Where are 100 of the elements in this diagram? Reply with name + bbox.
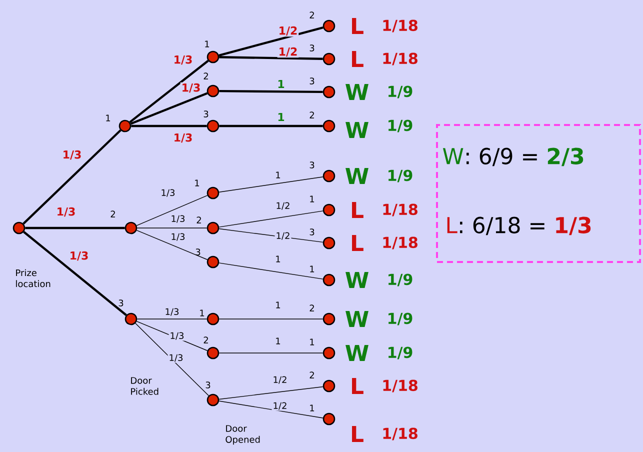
probability: 1/9 [388,312,412,326]
branch-line [218,386,324,400]
tree-node [206,312,220,326]
outcome-letter: L [352,202,364,218]
door-number: 3 [206,382,210,388]
result-box [436,124,641,263]
door-number: 2 [310,372,314,378]
edge-label: 1 [274,300,282,310]
outcome-letter: L [352,18,364,34]
edge-label: 1 [276,78,286,89]
tree-node [206,222,220,234]
door-number: 1 [310,196,314,202]
edge-label: 1/3 [170,214,186,224]
tree-node [322,204,336,216]
column-label: Prize location [16,269,50,288]
result-line: W: 6/9 = 2/3 [442,148,584,166]
branch-line [25,226,125,230]
branch-line [22,129,122,225]
door-number: 1 [310,404,314,412]
probability: 1/9 [388,346,412,360]
branch-line [135,322,209,396]
tree-node [322,86,336,98]
result-line: L: 6/18 = 1/3 [447,216,591,236]
door-number: 2 [196,216,201,224]
door-number: 3 [118,300,124,306]
tree-node [322,412,336,426]
outcome-letter: W [346,168,368,184]
door-number: 1 [200,310,204,316]
outcome-letter: W [346,272,368,288]
edge-label: 1/2 [272,401,288,411]
probability: 1/9 [388,274,412,286]
branch-line [136,318,208,320]
outcome-letter: L [352,234,364,251]
branch-line [130,92,208,125]
tree-node [206,394,220,406]
branch-line [219,90,323,94]
edge-label: 1 [274,254,282,264]
tree-node [206,50,220,64]
probability: 1/18 [383,236,418,250]
door-number: 3 [310,162,314,168]
door-number: 3 [196,248,200,256]
tree-node [322,120,336,132]
tree-node [322,346,336,360]
edge-label: 1/3 [168,331,186,341]
door-number: 1 [195,180,200,186]
branch-line [218,318,324,320]
column-label: Door Picked [131,377,158,395]
probability: 1/18 [383,428,418,440]
branch-line [129,60,209,124]
probability: 1/18 [383,380,418,392]
branch-line [218,210,324,228]
tree-node [322,170,336,182]
branch-line [218,400,324,418]
outcome-letter: L [352,50,364,67]
door-number: 2 [310,304,314,312]
probability: 1/9 [388,86,412,98]
door-number: 1 [106,114,110,122]
door-number: 3 [310,78,314,84]
tree-node [124,312,138,326]
branch-line [219,124,323,128]
door-number: 1 [205,40,210,48]
tree-node [206,256,220,268]
door-number: 2 [310,12,314,18]
door-number: 2 [204,72,208,80]
branch-line [131,124,207,128]
probability: 1/18 [383,52,418,66]
edge-label: 1 [274,336,282,346]
tree-node [322,52,336,66]
edge-label: 1 [276,112,286,122]
door-number: 2 [204,336,208,344]
probability: 1/18 [383,204,418,216]
branch-line [218,228,324,243]
edge-label: 1/3 [168,353,184,363]
tree-node [206,346,220,360]
edge-label: 1/2 [274,201,292,211]
branch-line [218,176,324,192]
tree-node [322,20,336,32]
tree-node [118,120,132,132]
outcome-letter: W [346,122,368,138]
tree-node [322,274,336,286]
edge-label: 1/2 [272,375,288,385]
edge-label: 1/3 [164,307,180,317]
door-number: 1 [310,266,314,272]
door-number: 3 [310,44,314,52]
probability: 1/9 [388,120,412,132]
tree-node [322,236,336,250]
outcome-letter: L [352,378,364,394]
edge-label: 1/3 [170,232,186,242]
tree-node [206,84,220,98]
branch-line [219,56,323,60]
probability: 1/18 [383,20,418,32]
branch-line [218,262,324,280]
tree-node [322,312,336,326]
branch-line [218,352,324,354]
edge-label: 1/2 [274,231,292,241]
branch-line [136,230,208,260]
outcome-letter: L [352,426,364,442]
door-number: 3 [310,228,314,236]
outcome-letter: W [346,84,368,100]
tree-node [206,120,220,132]
